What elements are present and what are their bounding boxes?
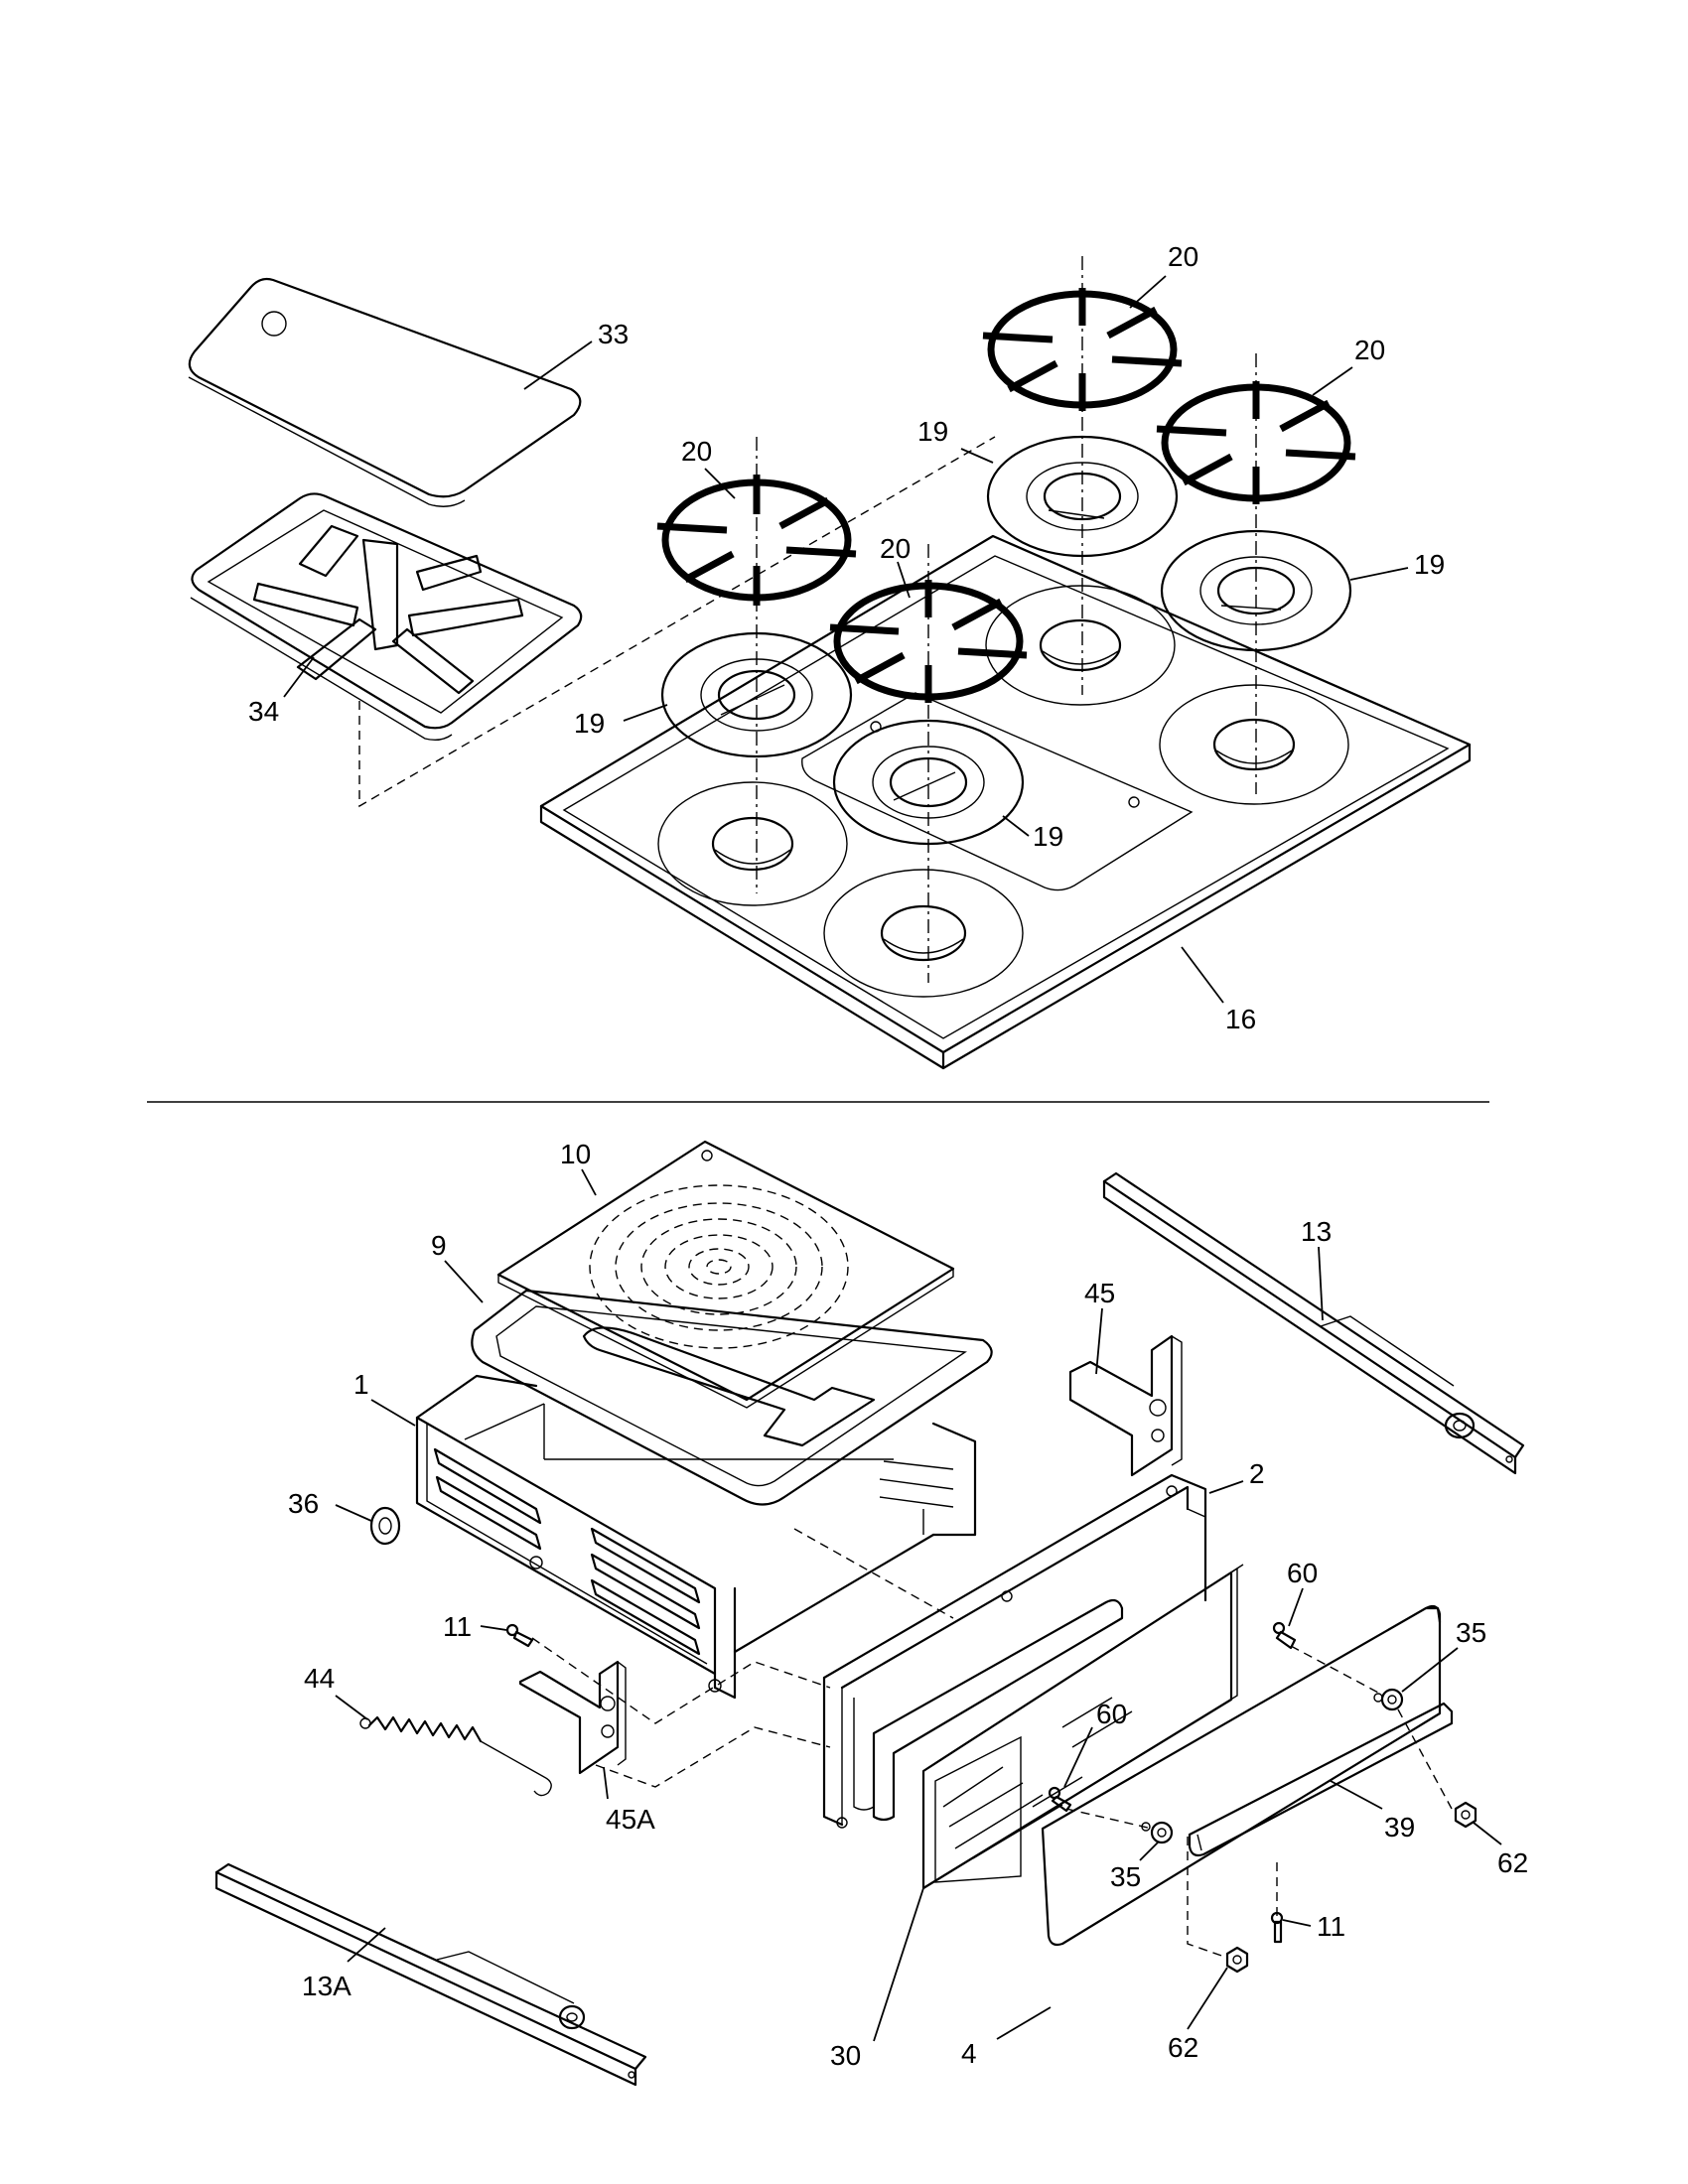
drawer-rail-left xyxy=(214,1862,647,2087)
drawer-rear-slots xyxy=(879,1460,954,1535)
nut xyxy=(1225,1946,1249,1974)
broiler-pan-slots xyxy=(252,524,524,695)
handle-spacer xyxy=(1380,1688,1404,1711)
callout-35: 35 xyxy=(1110,1861,1141,1892)
screw xyxy=(505,1623,534,1648)
callout-20: 20 xyxy=(880,533,911,564)
burner-grate xyxy=(982,288,1183,411)
burner-center-lines xyxy=(756,256,1257,983)
callout-20: 20 xyxy=(1168,241,1198,272)
glass-reflection xyxy=(942,1697,1133,1859)
callout-19: 19 xyxy=(574,708,605,739)
callout-39: 39 xyxy=(1384,1812,1415,1843)
drawer-bumper xyxy=(369,1506,401,1546)
callout-30: 30 xyxy=(830,2040,861,2071)
callout-19: 19 xyxy=(917,416,948,447)
callout-35: 35 xyxy=(1456,1617,1486,1648)
screw xyxy=(1270,1911,1284,1944)
callout-36: 36 xyxy=(288,1488,319,1519)
callout-13: 13 xyxy=(1301,1216,1332,1247)
callout-19: 19 xyxy=(1033,821,1063,852)
callout-labels: 33 34 20 20 20 20 19 19 19 19 16 10 9 1 … xyxy=(248,241,1528,2071)
callout-2: 2 xyxy=(1249,1458,1265,1489)
callout-10: 10 xyxy=(560,1139,591,1169)
broiler-drawer-body xyxy=(415,1374,977,1700)
callout-16: 16 xyxy=(1225,1004,1256,1034)
screw xyxy=(1272,1621,1297,1650)
broiler-tray xyxy=(471,1289,993,1506)
screw xyxy=(1048,1786,1072,1813)
callout-44: 44 xyxy=(304,1663,335,1694)
callout-20: 20 xyxy=(1354,335,1385,365)
rail-bracket-right xyxy=(1068,1334,1183,1477)
callout-45: 45 xyxy=(1084,1278,1115,1308)
griddle-cover xyxy=(188,277,582,507)
callout-60: 60 xyxy=(1096,1699,1127,1729)
handle-spacer xyxy=(1150,1821,1174,1844)
callout-11: 11 xyxy=(443,1611,472,1642)
callout-62: 62 xyxy=(1168,2032,1198,2063)
callout-34: 34 xyxy=(248,696,279,727)
window-glass xyxy=(921,1564,1244,1890)
callout-11: 11 xyxy=(1317,1911,1345,1942)
drawer-side-slots xyxy=(433,1447,701,1656)
callout-leaders xyxy=(283,275,1502,2042)
rail-bracket-left xyxy=(518,1660,627,1775)
callout-4: 4 xyxy=(961,2038,977,2069)
broiler-pan xyxy=(190,492,583,742)
broiler-rack xyxy=(496,1140,955,1409)
callout-33: 33 xyxy=(598,319,629,349)
hidden-line-broiler xyxy=(358,436,996,808)
spring xyxy=(359,1715,552,1797)
callout-62: 62 xyxy=(1497,1847,1528,1878)
callout-45A: 45A xyxy=(606,1804,655,1835)
assembly-hidden-lines xyxy=(531,1528,1453,1959)
nut xyxy=(1454,1801,1477,1829)
callout-60: 60 xyxy=(1287,1558,1318,1588)
callout-1: 1 xyxy=(353,1369,369,1400)
drawer-handle xyxy=(1188,1702,1454,1857)
broiler-rack-rings xyxy=(589,1184,849,1349)
callout-9: 9 xyxy=(431,1230,447,1261)
drawer-rail-right xyxy=(1102,1171,1525,1475)
callout-19: 19 xyxy=(1414,549,1445,580)
callout-20: 20 xyxy=(681,436,712,467)
drawer-front-frame xyxy=(822,1473,1207,1829)
callout-13A: 13A xyxy=(302,1971,352,2001)
